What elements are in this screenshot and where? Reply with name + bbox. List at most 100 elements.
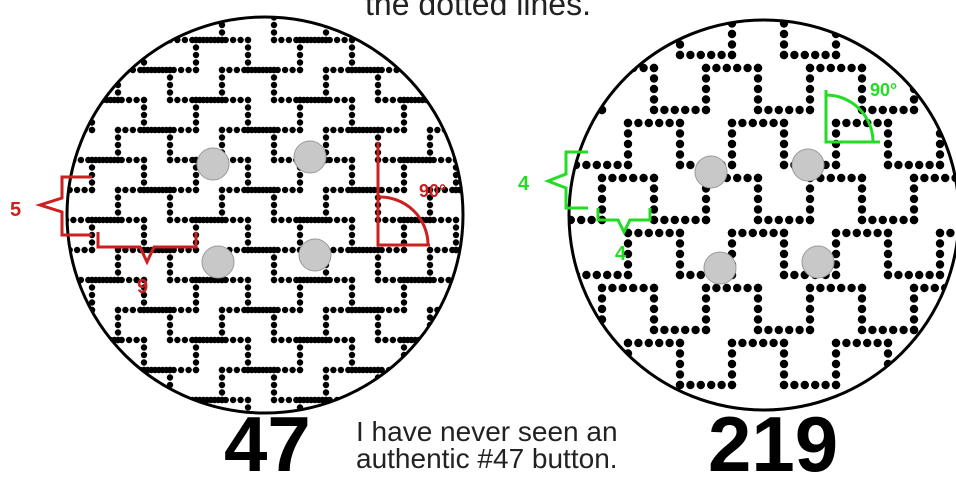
stitch-dot xyxy=(74,247,80,253)
stitch-dot xyxy=(193,412,199,418)
stitch-dot xyxy=(89,97,95,103)
stitch-dot xyxy=(360,7,366,13)
stitch-dot xyxy=(884,339,892,347)
stitch-dot xyxy=(479,134,485,140)
stitch-dot xyxy=(853,229,861,237)
stitch-dot xyxy=(219,307,225,313)
stitch-dot xyxy=(122,127,128,133)
stitch-dot xyxy=(754,74,762,82)
stitch-dot xyxy=(126,37,132,43)
stitch-dot xyxy=(879,106,887,114)
stitch-dot xyxy=(853,339,861,347)
stitch-dot xyxy=(219,29,225,35)
stitch-dot xyxy=(790,381,798,389)
stitch-dot xyxy=(634,119,642,127)
stitch-dot xyxy=(471,127,477,133)
stitch-dot xyxy=(832,119,840,127)
stitch-dot xyxy=(884,9,892,17)
stitch-dot xyxy=(297,224,303,230)
stitch-dot xyxy=(754,85,762,93)
stitch-dot xyxy=(323,389,329,395)
stitch-dot xyxy=(85,337,91,343)
stitch-dot xyxy=(936,271,944,279)
stitch-dot xyxy=(130,307,136,313)
stitch-dot xyxy=(401,344,407,350)
stitch-dot xyxy=(338,187,344,193)
stitch-dot xyxy=(115,67,121,73)
stitch-dot xyxy=(408,97,414,103)
stitch-dot xyxy=(304,337,310,343)
stitch-dot xyxy=(936,250,944,258)
stitch-dot xyxy=(806,305,814,313)
stitch-dot xyxy=(728,40,736,48)
stitch-dot xyxy=(475,127,481,133)
stitch-dot xyxy=(613,51,621,59)
stitch-dot xyxy=(245,112,251,118)
stitch-dot xyxy=(453,44,459,50)
stitch-dot xyxy=(375,382,381,388)
stitch-dot xyxy=(449,7,455,13)
stitch-dot xyxy=(67,7,73,13)
stitch-dot xyxy=(148,427,154,433)
stitch-dot xyxy=(936,339,944,347)
stitch-dot xyxy=(115,329,121,335)
stitch-dot xyxy=(479,127,485,133)
stitch-dot xyxy=(245,164,251,170)
stitch-dot xyxy=(89,412,95,418)
stitch-dot xyxy=(427,74,433,80)
stitch-dot xyxy=(167,67,173,73)
stitch-dot xyxy=(319,397,325,403)
stitch-dot xyxy=(386,67,392,73)
stitch-dot xyxy=(505,179,511,185)
stitch-dot xyxy=(423,157,429,163)
stitch-dot xyxy=(505,299,511,305)
stitch-dot xyxy=(96,37,102,43)
stitch-dot xyxy=(341,277,347,283)
stitch-dot xyxy=(367,67,373,73)
stitch-dot xyxy=(858,64,866,72)
stitch-dot xyxy=(241,247,247,253)
stitch-dot xyxy=(931,284,939,292)
stitch-dot xyxy=(282,367,288,373)
stitch-dot xyxy=(868,106,876,114)
stitch-dot xyxy=(624,339,632,347)
stitch-dot xyxy=(167,269,173,275)
stitch-dot xyxy=(297,52,303,58)
stitch-dot xyxy=(393,7,399,13)
stitch-dot xyxy=(89,367,95,373)
stitch-dot xyxy=(89,404,95,410)
stitch-dot xyxy=(74,67,80,73)
stitch-dot xyxy=(89,217,95,223)
stitch-dot xyxy=(297,232,303,238)
stitch-dot xyxy=(401,7,407,13)
stitch-dot xyxy=(427,89,433,95)
stitch-dot xyxy=(249,67,255,73)
stitch-dot xyxy=(936,229,944,237)
stitch-dot xyxy=(910,64,918,72)
stitch-dot xyxy=(434,67,440,73)
stitch-dot xyxy=(345,67,351,73)
stitch-dot xyxy=(349,337,355,343)
stitch-dot xyxy=(427,14,433,20)
stitch-dot xyxy=(89,247,95,253)
stitch-dot xyxy=(271,202,277,208)
stitch-dot xyxy=(401,127,407,133)
stitch-dot xyxy=(323,382,329,388)
stitch-dot xyxy=(479,254,485,260)
stitch-dot xyxy=(453,119,459,125)
stitch-dot xyxy=(126,277,132,283)
stitch-dot xyxy=(375,127,381,133)
stitch-dot xyxy=(505,37,511,43)
stitch-dot xyxy=(438,157,444,163)
stitch-dot xyxy=(148,7,154,13)
stitch-dot xyxy=(479,307,485,313)
stitch-dot xyxy=(141,397,147,403)
stitch-dot xyxy=(749,229,757,237)
stitch-dot xyxy=(889,216,897,224)
stitch-dot xyxy=(230,37,236,43)
stitch-dot xyxy=(624,51,632,59)
stitch-dot xyxy=(556,326,564,334)
stitch-dot xyxy=(821,51,829,59)
stitch-dot xyxy=(174,97,180,103)
stitch-dot xyxy=(353,7,359,13)
